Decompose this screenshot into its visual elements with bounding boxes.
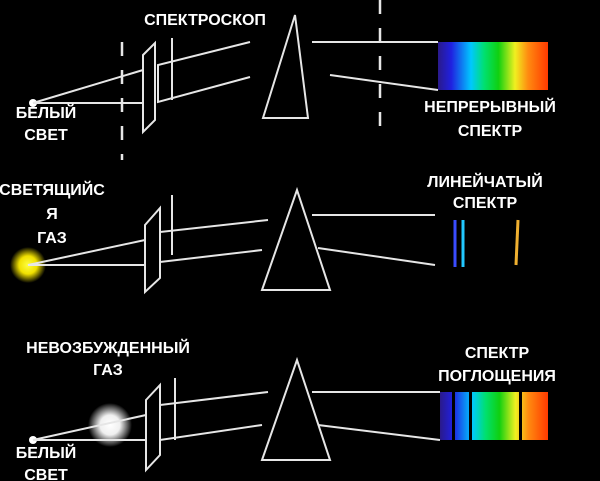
collimated-rays	[159, 391, 269, 442]
unexcited-gas-cloud	[88, 403, 132, 447]
absorption-spectrum	[440, 392, 548, 440]
continuous-spectrum-setup: СПЕКТРОСКОП БЕЛЫЙ СВЕТ НЕПРЕРЫВНЫЙ СПЕКТ…	[16, 0, 556, 160]
white-light-label: БЕЛЫЙ	[16, 443, 77, 462]
incoming-rays	[32, 69, 144, 104]
absorption-spectrum-label: СПЕКТР	[465, 345, 530, 362]
continuous-spectrum-label: СПЕКТР	[458, 123, 523, 140]
outgoing-ray	[317, 424, 441, 441]
unexcited-gas-label: НЕВОЗБУЖДЕННЫЙ	[26, 338, 190, 357]
collimated-rays	[159, 219, 269, 264]
absorption-line	[452, 392, 455, 440]
absorption-spectrum-label: ПОГЛОЩЕНИЯ	[438, 368, 556, 385]
line-spectrum-label: СПЕКТР	[453, 195, 518, 212]
collimator-lens	[144, 205, 161, 295]
outgoing-ray	[329, 74, 439, 91]
prism	[260, 356, 332, 461]
line-spectrum-label: ЛИНЕЙЧАТЫЙ	[427, 172, 542, 191]
white-light-label: БЕЛЫЙ	[16, 103, 77, 122]
continuous-spectrum	[438, 42, 548, 90]
incoming-rays	[27, 239, 146, 266]
collimator-lens	[142, 40, 156, 135]
glowing-gas-label: ГАЗ	[37, 230, 67, 247]
glowing-gas-label: Я	[46, 206, 58, 223]
incoming-rays	[32, 414, 147, 441]
absorption-spectrum-setup: НЕВОЗБУЖДЕННЫЙ ГАЗ БЕЛЫЙ СВЕТ СПЕКТР ПОГ…	[16, 338, 556, 481]
collimator-lens	[145, 382, 161, 473]
prism	[261, 14, 310, 119]
white-light-label: СВЕТ	[24, 127, 68, 144]
emission-spectrum-setup: СВЕТЯЩИЙС Я ГАЗ ЛИНЕЙЧАТЫЙ СПЕКТР	[0, 172, 543, 295]
continuous-spectrum-label: НЕПРЕРЫВНЫЙ	[424, 97, 556, 116]
glowing-gas-label: СВЕТЯЩИЙС	[0, 180, 105, 199]
spectroscope-label: СПЕКТРОСКОП	[144, 12, 266, 29]
prism	[260, 186, 332, 291]
absorption-line	[519, 392, 522, 440]
spectral-line-orange	[514, 219, 520, 266]
outgoing-ray	[317, 247, 436, 266]
white-light-label: СВЕТ	[24, 467, 68, 481]
unexcited-gas-label: ГАЗ	[93, 362, 123, 379]
collimated-rays	[157, 41, 251, 104]
absorption-line	[469, 392, 472, 440]
